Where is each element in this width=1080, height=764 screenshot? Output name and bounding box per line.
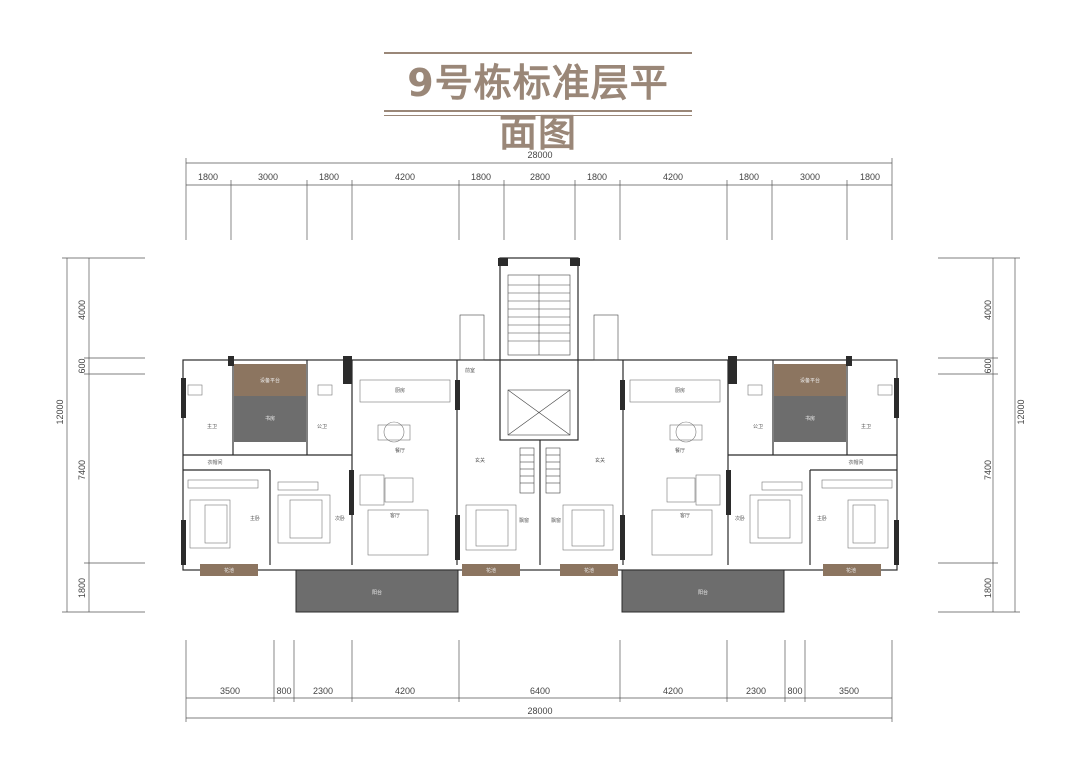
right-dimensions — [938, 257, 1020, 613]
top-dim-11: 1800 — [860, 172, 880, 182]
label-master-bath-right: 主卫 — [861, 423, 871, 430]
label-public-bath-right: 公卫 — [753, 424, 763, 430]
right-dim-1: 4000 — [983, 300, 993, 320]
label-flower-box-core-left: 花池 — [486, 567, 496, 574]
top-dim-6: 2800 — [530, 172, 550, 182]
label-bedroom-right: 次卧 — [735, 515, 745, 522]
left-total-dim: 12000 — [55, 399, 65, 424]
label-living-left: 客厅 — [390, 512, 400, 519]
bottom-dim-2: 800 — [276, 686, 291, 696]
label-hall-left: 前室 — [465, 367, 475, 374]
label-study-right: 书房 — [805, 415, 815, 422]
label-living-right: 客厅 — [680, 512, 690, 519]
label-dining-left: 餐厅 — [395, 447, 405, 454]
furniture — [187, 379, 893, 556]
label-cloakroom-left: 衣帽间 — [207, 459, 222, 466]
right-dim-4: 1800 — [983, 578, 993, 598]
label-flower-box-left: 花池 — [224, 567, 234, 574]
label-kitchen-left: 厨房 — [395, 387, 405, 394]
right-dim-3: 7400 — [983, 460, 993, 480]
top-dim-4: 4200 — [395, 172, 415, 182]
label-bay-left: 飘窗 — [519, 517, 529, 524]
staircase — [459, 274, 619, 494]
label-master-bath-left: 主卫 — [207, 423, 217, 430]
label-master-bedroom-left: 主卧 — [250, 515, 260, 522]
label-study-left: 书房 — [265, 415, 275, 422]
top-dim-2: 3000 — [258, 172, 278, 182]
wall-columns — [181, 258, 899, 565]
plan-title: 9号栋标准层平面图 — [407, 61, 669, 155]
title-rule-bottom-2 — [384, 115, 692, 116]
bottom-dim-6: 4200 — [663, 686, 683, 696]
top-dim-10: 3000 — [800, 172, 820, 182]
bottom-dim-5: 6400 — [530, 686, 550, 696]
fills — [200, 364, 881, 613]
top-dim-3: 1800 — [319, 172, 339, 182]
left-dim-3: 7400 — [77, 460, 87, 480]
bottom-dim-3: 2300 — [313, 686, 333, 696]
bottom-dimensions — [185, 640, 893, 722]
bottom-dim-4: 4200 — [395, 686, 415, 696]
top-dim-5: 1800 — [471, 172, 491, 182]
title-rule-bottom-1 — [384, 110, 692, 112]
label-balcony-right: 阳台 — [698, 589, 708, 596]
top-dim-9: 1800 — [739, 172, 759, 182]
label-entrance-left: 玄关 — [475, 457, 485, 464]
label-flower-box-core-right: 花池 — [584, 567, 594, 574]
label-master-bedroom-right: 主卧 — [817, 515, 827, 522]
label-equipment-platform-right: 设备平台 — [800, 377, 820, 384]
label-public-bath-left: 公卫 — [317, 424, 327, 430]
label-bedroom-left: 次卧 — [335, 515, 345, 522]
top-dim-1: 1800 — [198, 172, 218, 182]
top-dim-8: 4200 — [663, 172, 683, 182]
label-kitchen-right: 厨房 — [675, 387, 685, 394]
label-flower-box-right: 花池 — [846, 567, 856, 574]
bottom-dim-9: 3500 — [839, 686, 859, 696]
bottom-dim-7: 2300 — [746, 686, 766, 696]
bottom-total-dim: 28000 — [527, 706, 552, 716]
right-dim-2: 600 — [983, 358, 993, 373]
bottom-dim-8: 800 — [787, 686, 802, 696]
left-dim-2: 600 — [77, 358, 87, 373]
right-total-dim: 12000 — [1016, 399, 1026, 424]
label-balcony-left: 阳台 — [372, 589, 382, 596]
top-dim-7: 1800 — [587, 172, 607, 182]
label-bay-right: 飘窗 — [551, 517, 561, 524]
left-dim-4: 1800 — [77, 578, 87, 598]
label-dining-right: 餐厅 — [675, 447, 685, 454]
label-equipment-platform-left: 设备平台 — [260, 377, 280, 384]
top-total-dim: 28000 — [527, 150, 552, 160]
top-dimensions — [185, 158, 893, 240]
title-rule-top — [384, 52, 692, 54]
label-cloakroom-right: 衣帽间 — [848, 459, 863, 466]
left-dim-1: 4000 — [77, 300, 87, 320]
bottom-dim-1: 3500 — [220, 686, 240, 696]
left-dimensions — [62, 257, 145, 613]
label-entrance-right: 玄关 — [595, 457, 605, 464]
